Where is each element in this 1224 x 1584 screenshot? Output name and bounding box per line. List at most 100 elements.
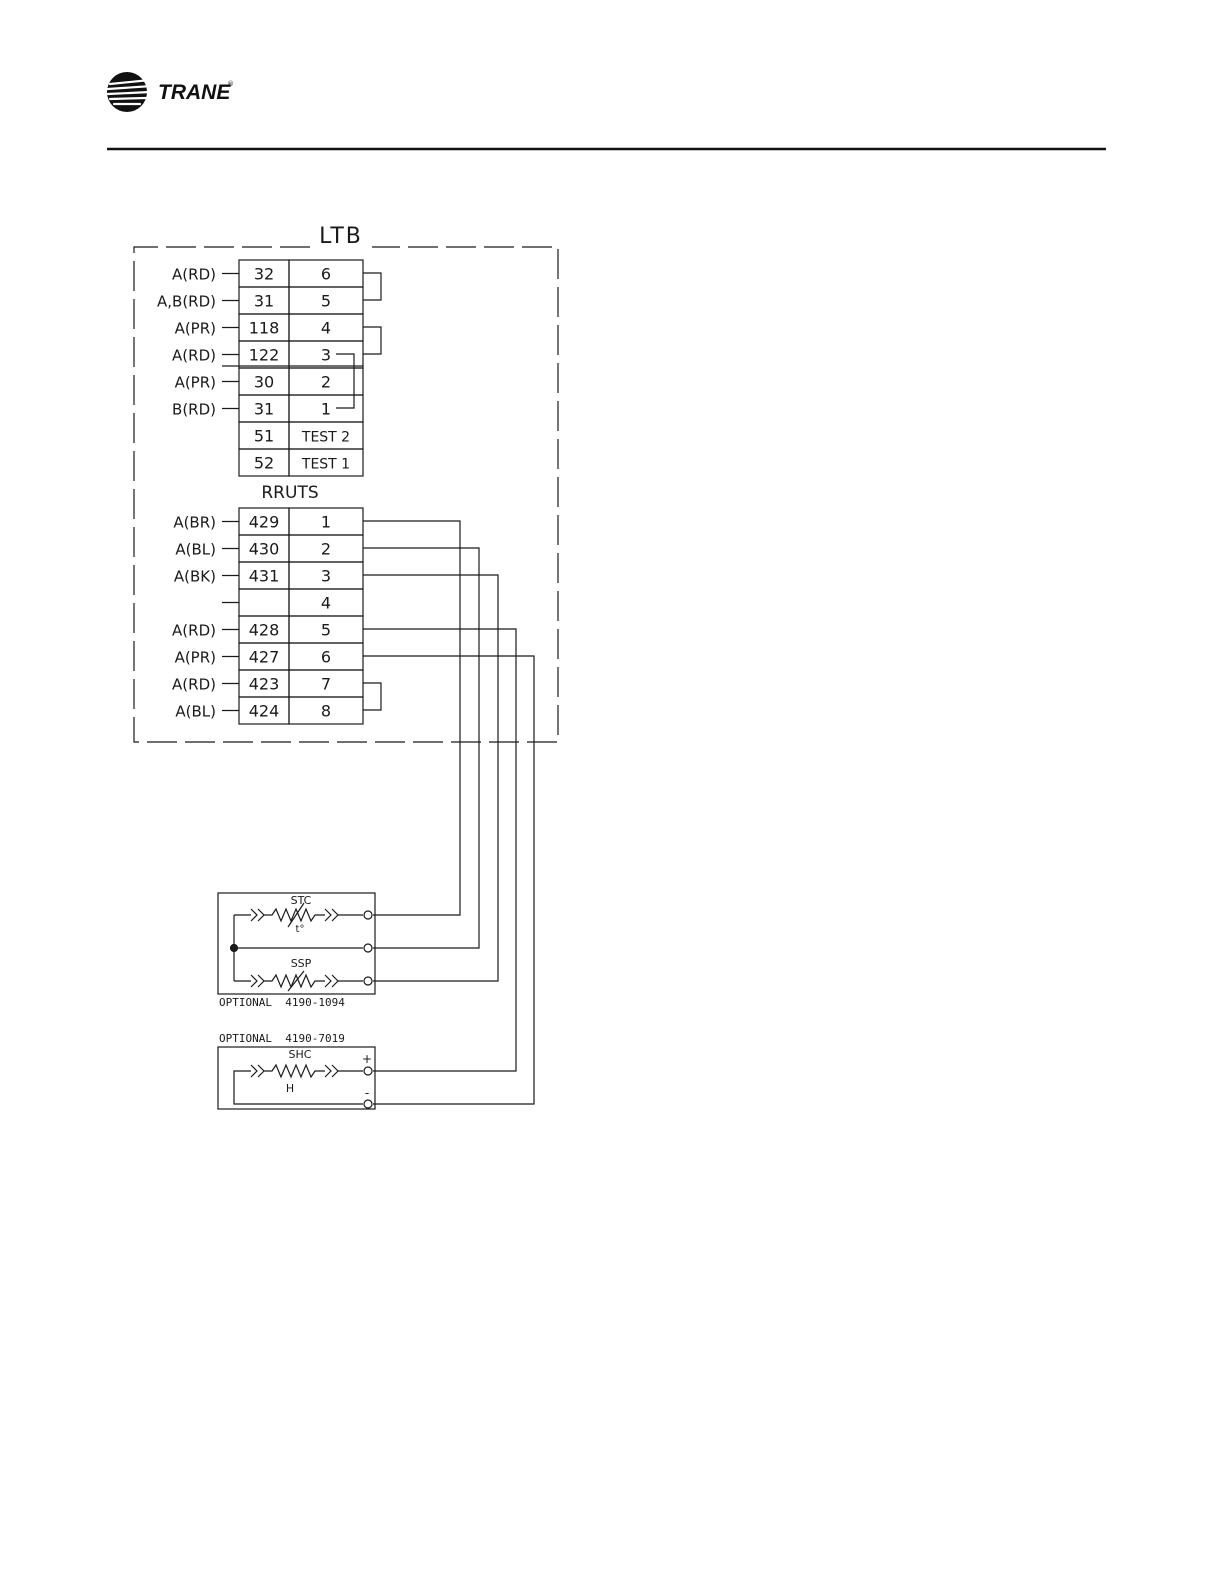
- ltb-row: A,B(RD) 31 5: [157, 287, 363, 314]
- registered-mark: ®: [227, 80, 234, 88]
- jumper-6-5: [363, 273, 381, 300]
- connector-icon: [325, 975, 338, 987]
- terminal-label: 2: [321, 540, 331, 559]
- terminal-label: 5: [321, 292, 331, 311]
- wire-color-label: A(BL): [175, 703, 216, 721]
- connector-icon: [251, 1065, 264, 1077]
- terminal-label: 6: [321, 648, 331, 667]
- temp-label: t°: [296, 924, 305, 935]
- sensor-4190-1094: [218, 893, 375, 994]
- wire-color-label: A,B(RD): [157, 293, 216, 311]
- shc-label: SHC: [289, 1048, 312, 1061]
- terminal-circle: [364, 944, 372, 952]
- wire-color-label: A(PR): [175, 374, 216, 392]
- wire-number-cell: [239, 589, 289, 616]
- wire-number-label: 431: [249, 567, 280, 586]
- wire-number-label: 423: [249, 675, 280, 694]
- wire-number-label: 30: [254, 373, 274, 392]
- wire-number-label: 427: [249, 648, 280, 667]
- field-wires: [363, 521, 534, 1104]
- connector-icon: [251, 975, 264, 987]
- wire-number-label: 428: [249, 621, 280, 640]
- rruts-row: A(RD) 423 7: [172, 670, 363, 697]
- terminal-label: 4: [321, 319, 331, 338]
- ltb-row: A(RD) 122 3: [172, 341, 363, 368]
- wire-terminal-3: [363, 575, 498, 981]
- wire-terminal-5: [363, 629, 516, 1071]
- stc-label: STC: [291, 894, 312, 907]
- wire-number-label: 424: [249, 702, 280, 721]
- wire-color-label: A(RD): [172, 622, 216, 640]
- rruts-row: 4: [222, 589, 363, 616]
- terminal-label: 1: [321, 513, 331, 532]
- terminal-label: 4: [321, 594, 331, 613]
- terminal-label: 5: [321, 621, 331, 640]
- minus-label: -: [365, 1086, 369, 1100]
- rruts-row: A(RD) 428 5: [172, 616, 363, 643]
- resistor-icon: [264, 909, 325, 921]
- wire-color-label: A(RD): [172, 676, 216, 694]
- wire-color-label: A(BR): [173, 514, 216, 532]
- terminal-label: TEST 2: [301, 430, 350, 446]
- terminal-label: 3: [321, 567, 331, 586]
- wire-color-label: A(PR): [175, 320, 216, 338]
- terminal-circle: [364, 911, 372, 919]
- rruts-row: A(PR) 427 6: [175, 643, 363, 670]
- wire-color-label: A(RD): [172, 347, 216, 365]
- wire-terminal-2: [363, 548, 479, 948]
- wire-terminal-6: [363, 656, 534, 1104]
- wire-color-label: A(RD): [172, 266, 216, 284]
- wire-color-label: A(BL): [175, 541, 216, 559]
- humidity-resistor-icon: [264, 1065, 325, 1077]
- ltb-row: A(PR) 30 2: [175, 368, 363, 395]
- terminal-label: 8: [321, 702, 331, 721]
- terminal-circle: [364, 1100, 372, 1108]
- ltb-row: 51TEST 2: [239, 422, 363, 449]
- wire-number-label: 31: [254, 292, 274, 311]
- wire-number-label: 122: [249, 346, 280, 365]
- terminal-circle: [364, 1067, 372, 1075]
- connector-icon: [325, 1065, 338, 1077]
- ssp-label: SSP: [291, 957, 312, 970]
- sensor2-caption: OPTIONAL 4190-7019: [219, 1032, 345, 1045]
- wire-number-label: 429: [249, 513, 280, 532]
- terminal-label: 7: [321, 675, 331, 694]
- rruts-row: A(BL) 424 8: [175, 697, 363, 724]
- ltb-row: 52 TEST 1: [239, 449, 363, 476]
- terminal-label: 6: [321, 265, 331, 284]
- wire-color-label: A(PR): [175, 649, 216, 667]
- rruts-terminal-block: A(BR) 429 1A(BL) 430 2A(BK) 431 3 4A(RD) 428 5A(P…: [172, 508, 363, 724]
- h-label: H: [286, 1082, 294, 1095]
- terminal-label: 1: [321, 400, 331, 419]
- rruts-row: A(BK) 431 3: [174, 562, 363, 589]
- rruts-row: A(BR) 429 1: [173, 508, 363, 535]
- terminal-label: 3: [321, 346, 331, 365]
- wire-number-label: 52: [254, 454, 274, 473]
- terminal-label: TEST 1: [301, 457, 350, 473]
- potentiometer-icon: [264, 975, 325, 987]
- wire-terminal-1: [363, 521, 460, 915]
- wire-color-label: B(RD): [172, 401, 216, 419]
- terminal-circle: [364, 977, 372, 985]
- jumper-4-3: [363, 327, 381, 354]
- jumper-7-8: [363, 683, 381, 710]
- brand-name: TRANE: [158, 81, 231, 104]
- ltb-title: LTB: [319, 224, 363, 249]
- wire-number-label: 32: [254, 265, 274, 284]
- connector-icon: [251, 909, 264, 921]
- junction-dot: [231, 945, 238, 952]
- plus-label: +: [362, 1052, 372, 1066]
- sensor1-caption: OPTIONAL 4190-1094: [219, 996, 345, 1009]
- wire-color-label: A(BK): [174, 568, 216, 586]
- jumper-3-1: [336, 354, 354, 408]
- connector-icon: [325, 909, 338, 921]
- ltb-row: A(RD) 32 6: [172, 260, 363, 287]
- trane-logo: TRANE ®: [107, 72, 234, 112]
- terminal-label: 2: [321, 373, 331, 392]
- rruts-row: A(BL) 430 2: [175, 535, 363, 562]
- wire-number-label: 430: [249, 540, 280, 559]
